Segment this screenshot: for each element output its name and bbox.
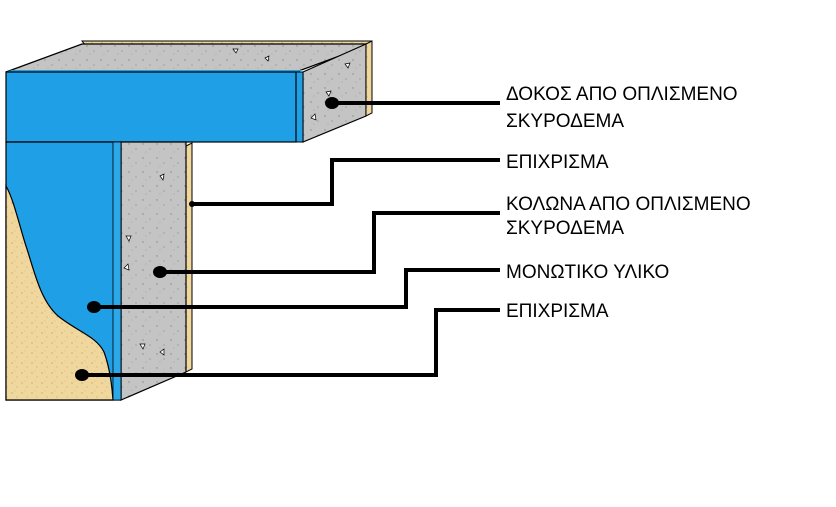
leader-insulation (94, 268, 500, 309)
beam (5, 40, 373, 143)
leader-plaster-outer (192, 158, 500, 206)
aggregate-mark (325, 90, 332, 97)
aggregate-mark (264, 55, 270, 62)
labels: ΔΟΚΟΣ ΑΠΟ ΟΠΛΙΣΜΕΝΟ ΣΚΥΡΟΔΕΜΑ ΕΠΙΧΡΙΣΜΑ … (506, 84, 751, 322)
leader-column (160, 211, 500, 274)
label-insulation: ΜΟΝΩΤΙΚΟ ΥΛΙΚΟ (506, 262, 669, 283)
aggregate-mark (344, 62, 351, 69)
aggregate-mark (159, 348, 165, 356)
beam-insulation-end (295, 71, 304, 143)
label-plaster-outer: ΕΠΙΧΡΙΣΜΑ (506, 152, 609, 173)
label-column-line2: ΣΚΥΡΟΔΕΜΑ (506, 218, 624, 239)
column (5, 141, 193, 401)
leader-dots (75, 97, 339, 381)
column-insulation-edge (112, 141, 122, 401)
dot-plaster-inner (75, 369, 89, 381)
dot-plaster-outer (189, 201, 195, 207)
leader-plaster-inner (82, 308, 500, 377)
column-plaster-strip (185, 142, 193, 373)
aggregate-mark (232, 48, 239, 54)
aggregate-mark (125, 235, 132, 242)
label-beam-line1: ΔΟΚΟΣ ΑΠΟ ΟΠΛΙΣΜΕΝΟ (506, 84, 738, 105)
beam-side-plaster (365, 40, 373, 117)
beam-front-face (5, 71, 297, 143)
label-column-line1: ΚΟΛΩΝΑ ΑΠΟ ΟΠΛΙΣΜΕΝΟ (506, 194, 751, 215)
dot-column (153, 266, 167, 278)
dot-insulation (87, 301, 101, 313)
aggregate-mark (159, 173, 165, 181)
label-plaster-inner: ΕΠΙΧΡΙΣΜΑ (506, 301, 609, 322)
aggregate-mark (139, 343, 146, 350)
aggregate-mark (310, 113, 317, 121)
label-beam-line2: ΣΚΥΡΟΔΕΜΑ (506, 111, 624, 132)
dot-beam (325, 97, 339, 109)
leader-lines (82, 101, 500, 377)
aggregate-mark (123, 263, 130, 271)
